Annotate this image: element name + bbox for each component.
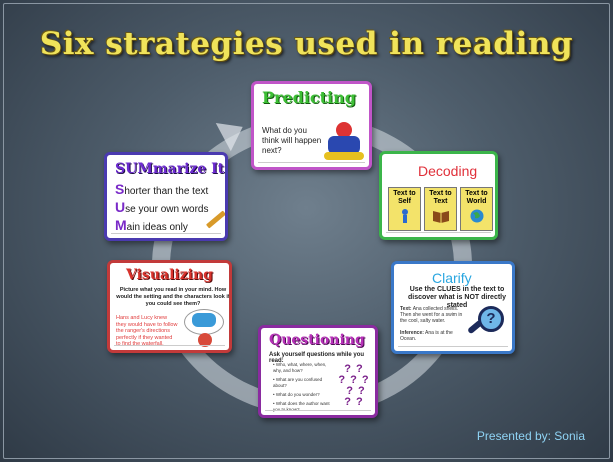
thought-bubble-icon <box>184 309 224 347</box>
list-item: • What do you wonder? <box>273 392 320 397</box>
clarify-inference: Inference: Ana is at the Ocean. <box>400 330 453 342</box>
tile-label: Text to World <box>465 190 488 205</box>
card-visualizing-example: Hans and Lucy knew they would have to fo… <box>116 315 178 347</box>
question-list: • Who, what, where, when, why, and how? … <box>273 362 331 415</box>
card-predicting-title: Predicting <box>262 88 356 107</box>
list-item: • What does the author want you to know? <box>273 401 330 412</box>
card-questioning: Questioning Ask yourself questions while… <box>258 325 378 418</box>
card-summarize-title: SUMmarize It <box>115 161 225 177</box>
card-footer <box>398 346 508 349</box>
card-footer <box>265 410 371 413</box>
summarize-row: Main ideas only <box>115 217 188 233</box>
question-marks-icon: ? ?? ? ? ? ?? ? <box>338 363 370 408</box>
pencil-icon <box>205 210 225 229</box>
person-icon <box>396 209 414 223</box>
tile-text-to-world: Text to World <box>460 187 493 231</box>
card-predicting-text: What do you think will happen next? <box>262 126 322 155</box>
card-footer <box>386 232 491 235</box>
slide-title: Six strategies used in reading <box>39 26 574 62</box>
clarify-text-example: Text: Ana collected shells. Then she wen… <box>400 306 463 324</box>
card-footer <box>114 345 225 348</box>
tile-text-to-text: Text to Text <box>424 187 457 231</box>
card-questioning-title: Questioning <box>269 332 365 348</box>
list-item: • What are you confused about? <box>273 377 323 388</box>
presenter-credit: Presented by: Sonia <box>476 429 585 443</box>
card-decoding: Decoding Text to Self Text to Text Text … <box>379 151 498 240</box>
card-decoding-title: Decoding <box>418 163 478 179</box>
card-predicting: Predicting What do you think will happen… <box>251 81 372 170</box>
card-visualizing: Visualizing Picture what you read in you… <box>107 260 232 353</box>
card-questioning-lead: Ask yourself questions while you read: <box>269 352 365 364</box>
tile-text-to-self: Text to Self <box>388 187 421 231</box>
card-clarify: Clarify Use the CLUES in the text to dis… <box>391 261 515 354</box>
card-footer <box>111 233 221 236</box>
card-clarify-text: Use the CLUES in the text to discover wh… <box>407 286 507 309</box>
summarize-row: Shorter than the text <box>115 181 209 197</box>
card-summarize: SUMmarize It Shorter than the text Use y… <box>104 152 228 241</box>
tile-label: Text to Text <box>429 190 452 205</box>
card-visualizing-text: Picture what you read in your mind. How … <box>116 287 230 307</box>
globe-icon <box>468 209 486 223</box>
tile-label: Text to Self <box>393 190 416 205</box>
summarize-row: Use your own words <box>115 199 209 215</box>
list-item: • Who, what, where, when, why, and how? <box>273 362 327 373</box>
superhero-icon <box>324 120 364 162</box>
card-clarify-title: Clarify <box>432 270 472 286</box>
card-visualizing-title: Visualizing <box>126 267 213 283</box>
card-footer <box>258 162 365 165</box>
magnifier-question-icon: ? <box>478 306 504 332</box>
book-icon <box>432 209 450 223</box>
